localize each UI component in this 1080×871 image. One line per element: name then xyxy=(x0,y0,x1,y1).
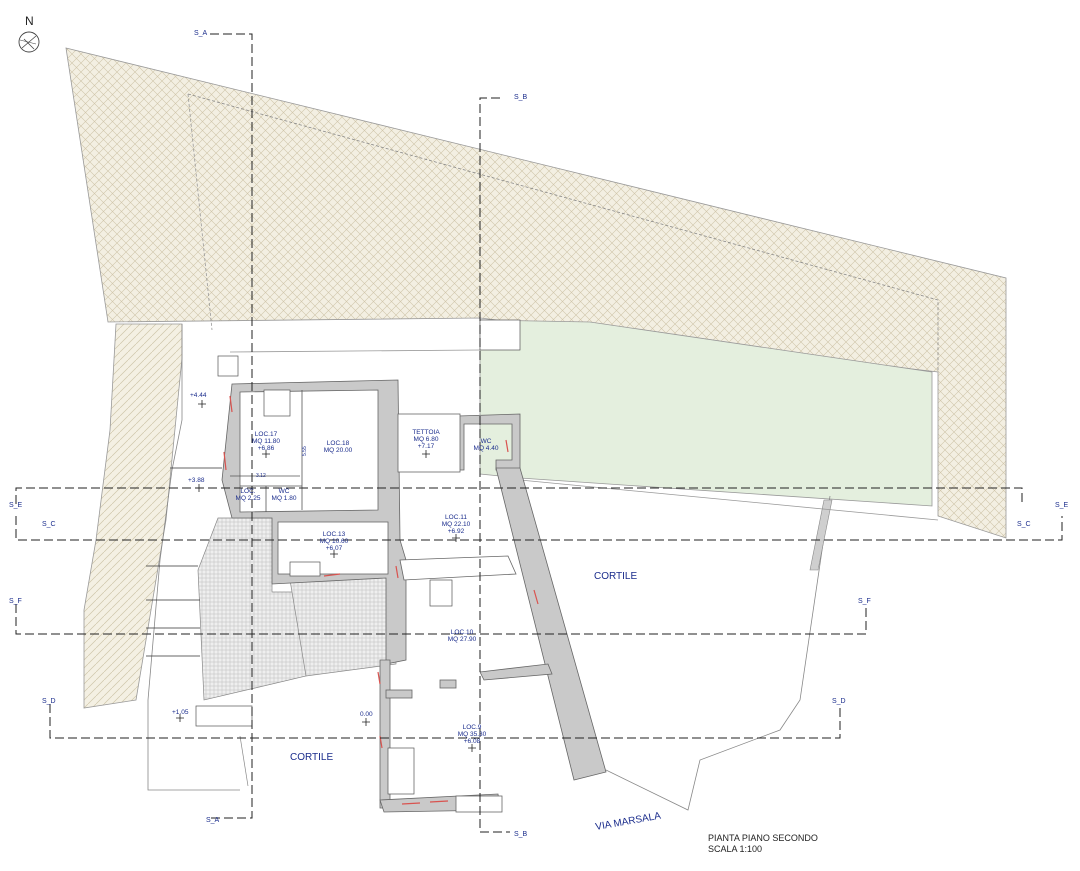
level-label: 0.00 xyxy=(360,711,373,718)
room-name: TETTOIA xyxy=(412,429,440,436)
section-line-s-c xyxy=(15,487,1023,504)
room-area: MQ 2.25 xyxy=(236,495,261,502)
section-line-s-b xyxy=(479,97,510,833)
street-label: VIA MARSALA xyxy=(595,811,662,833)
dimension-label: 3.12 xyxy=(256,473,266,479)
right-wall-strip xyxy=(809,499,833,571)
room-name: WC xyxy=(481,438,492,445)
room-name: LOC. xyxy=(240,488,255,495)
entrance-step xyxy=(455,795,503,813)
room-name: WC xyxy=(279,488,290,495)
courtyard-label: CORTILE xyxy=(290,752,333,763)
garden-inner-outline xyxy=(187,93,939,372)
section-label-s-b-top: S_B xyxy=(514,94,528,101)
room-name: LOC.13 xyxy=(323,531,346,538)
room-level: +6.92 xyxy=(448,528,465,535)
wall-line xyxy=(239,735,249,787)
room-area: MQ 27.90 xyxy=(448,636,477,643)
room-area: MQ 35.30 xyxy=(458,731,487,738)
room-name: LOC.17 xyxy=(255,431,278,438)
level-label: +3.88 xyxy=(188,477,205,484)
section-line-s-e xyxy=(15,516,1063,541)
section-label-s-d-right: S_D xyxy=(832,698,846,705)
room-level: +6.86 xyxy=(258,445,275,452)
section-line-s-a xyxy=(210,33,253,819)
room-area: MQ 11.80 xyxy=(252,438,280,445)
site-outline-right xyxy=(605,495,831,811)
section-label-s-e-left: S_E xyxy=(9,502,23,509)
north-arrow-icon xyxy=(18,31,40,53)
room-level: +6.07 xyxy=(326,545,343,552)
interior-partitions xyxy=(230,390,303,512)
garden-hatched-area xyxy=(65,47,1007,539)
section-label-s-a-top: S_A xyxy=(194,30,208,37)
section-label-s-f-left: S_F xyxy=(9,598,22,605)
section-label-s-d-left: S_D xyxy=(42,698,56,705)
site-outline-left xyxy=(147,324,240,791)
room-level: +7.17 xyxy=(418,443,435,450)
level-label: +1.05 xyxy=(172,709,189,716)
level-markers xyxy=(176,400,476,752)
plan-title: PIANTA PIANO SECONDO xyxy=(708,833,818,843)
room-name: LOC.10 xyxy=(451,629,474,636)
room-area: MQ 1.80 xyxy=(272,495,297,502)
room-area: MQ 20.00 xyxy=(324,447,353,454)
courtyard-label: CORTILE xyxy=(594,571,637,582)
stairs xyxy=(195,319,521,795)
room-area: MQ 6.80 xyxy=(414,436,439,443)
wall-line xyxy=(519,479,939,521)
north-label: N xyxy=(25,14,34,28)
wall-line xyxy=(187,93,213,331)
door-marks xyxy=(223,395,539,805)
section-line-s-f xyxy=(15,604,867,635)
left-hatched-strip xyxy=(83,323,183,709)
section-label-s-c-right: S_C xyxy=(1017,521,1031,528)
room-name: LOC.9 xyxy=(463,724,482,731)
room-name: LOC.18 xyxy=(327,440,350,447)
north-arrow: N xyxy=(18,14,40,53)
section-label-s-e-right: S_E xyxy=(1055,502,1069,509)
section-line-s-d xyxy=(49,704,841,739)
room-area: MQ 4.40 xyxy=(474,445,499,452)
room-level: +6.08 xyxy=(464,738,481,745)
room-area: MQ 22.10 xyxy=(442,521,471,528)
plan-scale: SCALA 1:100 xyxy=(708,844,762,854)
section-label-s-c-left: S_C xyxy=(42,521,56,528)
room-area: MQ 10.60 xyxy=(320,538,349,545)
level-label: +4.44 xyxy=(190,392,207,399)
wall-line xyxy=(229,349,481,353)
section-lines xyxy=(15,33,1063,833)
dimension-label: 5.55 xyxy=(302,446,308,456)
section-label-s-f-right: S_F xyxy=(858,598,871,605)
room-name: LOC.11 xyxy=(445,514,467,521)
section-label-s-b-bottom: S_B xyxy=(514,831,528,838)
section-label-s-a-bottom: S_A xyxy=(206,817,220,824)
